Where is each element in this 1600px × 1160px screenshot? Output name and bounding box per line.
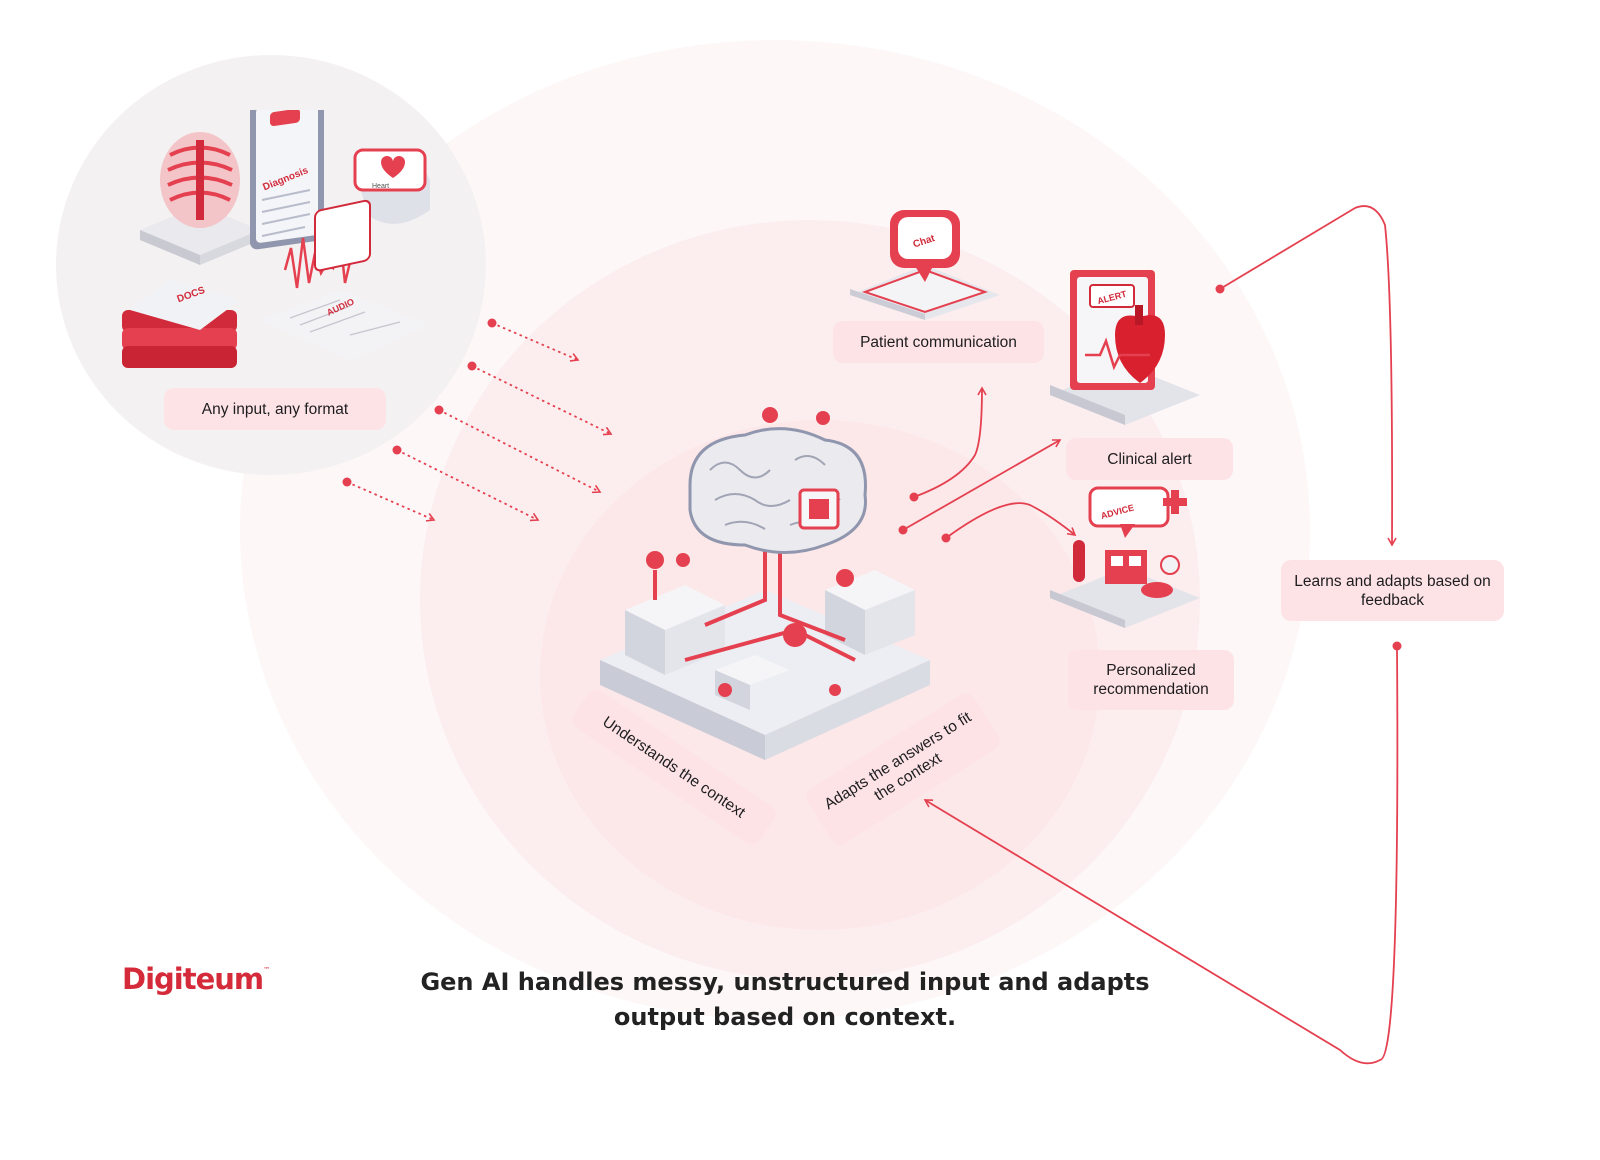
learns-feedback-label: Learns and adapts based on feedback — [1281, 560, 1504, 621]
docs-stack-icon: DOCS — [122, 280, 240, 368]
chat-illustration: Chat — [850, 210, 1000, 320]
digiteum-logo: Digiteum™ — [122, 962, 270, 996]
audio-book-icon: AUDIO — [260, 199, 430, 360]
clipboard-icon: Diagnosis — [250, 110, 324, 250]
personalized-recommendation-label: Personalized recommendation — [1068, 650, 1234, 710]
input-arrow-2 — [471, 365, 613, 436]
arrow-to-patient-communication — [913, 386, 987, 498]
brain-platform-illustration — [600, 407, 930, 760]
alert-illustration: ALERT — [1050, 270, 1200, 425]
arrow-to-feedback — [1219, 205, 1397, 547]
advice-illustration: ADVICE — [1050, 486, 1200, 628]
caption-line-1: Gen AI handles messy, unstructured input… — [420, 968, 1150, 996]
input-arrow-3 — [438, 409, 602, 494]
caption-line-2: output based on context. — [613, 1003, 957, 1031]
input-arrow-1 — [491, 322, 580, 362]
patient-communication-label: Patient communication — [833, 321, 1044, 363]
clinical-alert-label: Clinical alert — [1066, 438, 1233, 480]
input-documents-illustration: Diagnosis Heart DOCS AUDIO — [122, 110, 430, 368]
heart-device-icon: Heart — [353, 148, 430, 224]
heart-label: Heart — [372, 183, 389, 190]
arrow-to-personalized-recommendation — [945, 502, 1077, 539]
logo-text: Digiteum — [122, 962, 264, 996]
arrow-to-clinical-alert — [902, 439, 1062, 531]
arrow-feedback-to-adapts — [923, 645, 1399, 1065]
input-arrow-5 — [346, 481, 436, 522]
input-label: Any input, any format — [164, 388, 386, 430]
diagram-caption: Gen AI handles messy, unstructured input… — [420, 965, 1150, 1035]
input-arrow-4 — [396, 449, 540, 522]
xray-icon — [140, 132, 260, 265]
